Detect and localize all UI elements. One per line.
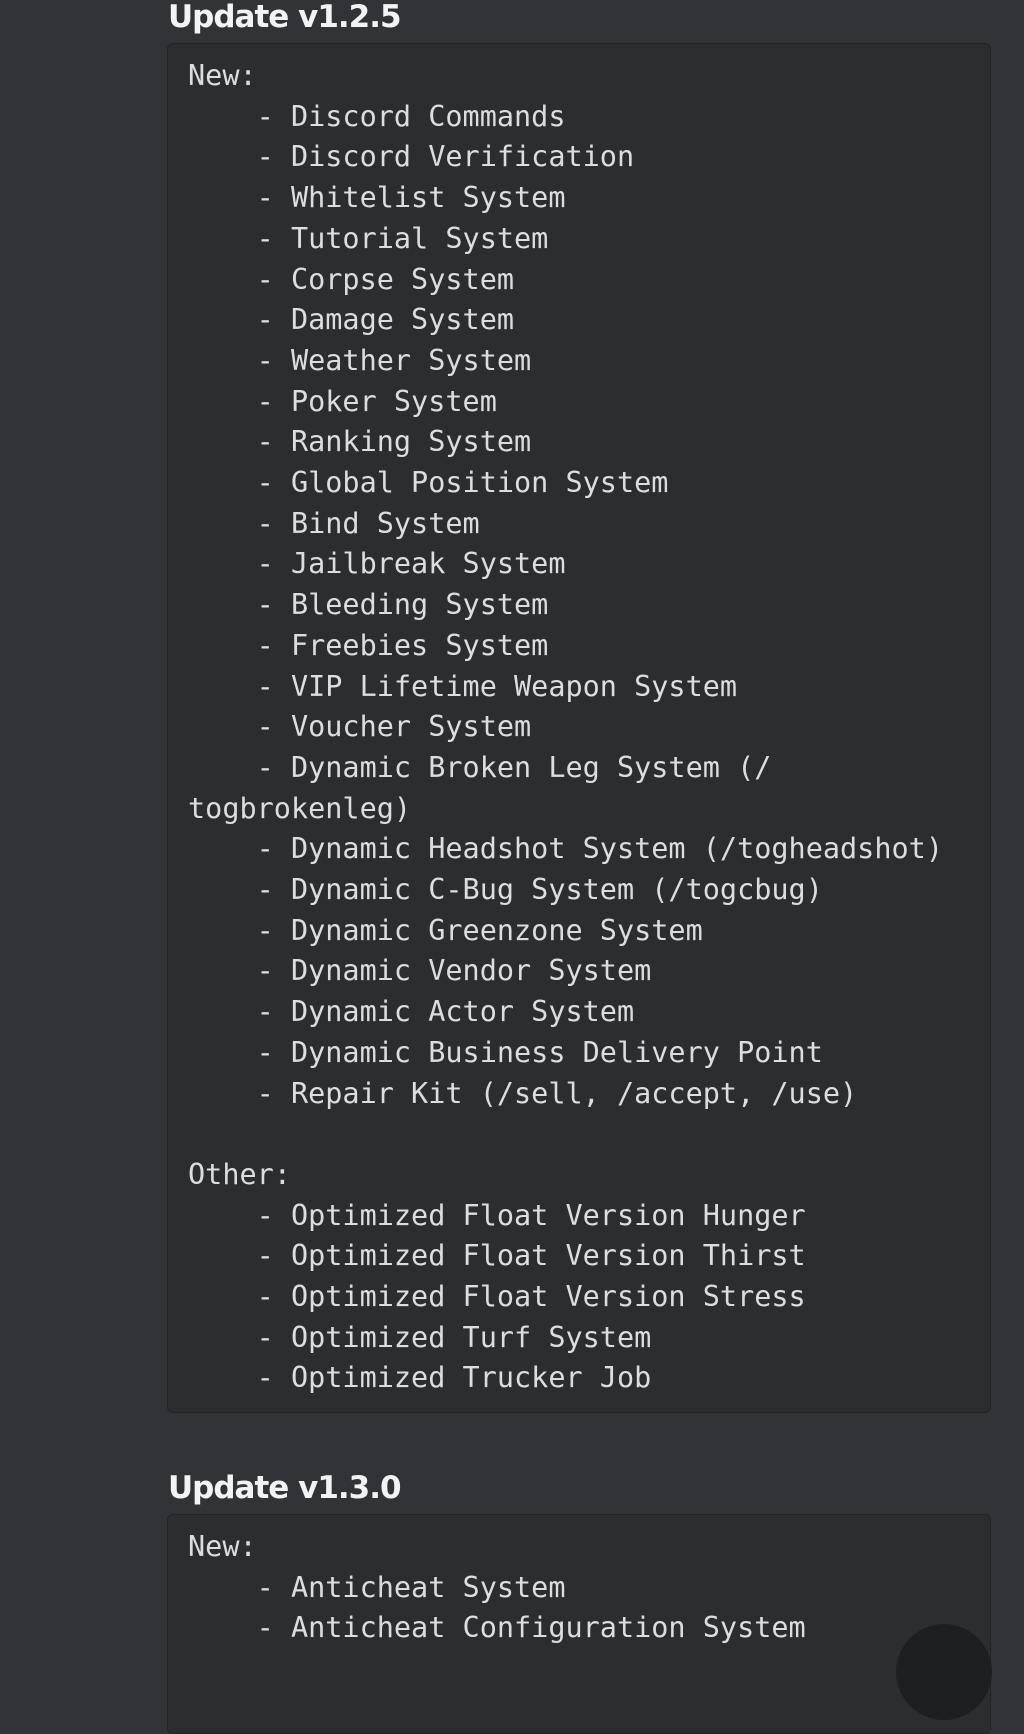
code-line: - Damage System xyxy=(188,303,515,337)
code-line: - Anticheat Configuration System xyxy=(188,1611,806,1645)
code-line: - Bleeding System xyxy=(188,588,549,622)
code-line: - VIP Lifetime Weapon System xyxy=(188,669,738,703)
code-line: - Repair Kit (/sell, /accept, /use) xyxy=(188,1076,858,1110)
code-line xyxy=(188,1114,990,1155)
code-line: - Anticheat System xyxy=(188,1570,566,1604)
code-line: - Optimized Float Version Thirst xyxy=(188,1239,806,1273)
code-line: - Dynamic Broken Leg System (/ xyxy=(188,750,772,784)
jump-to-present-button[interactable] xyxy=(896,1624,992,1720)
code-block[interactable]: New: - Anticheat System - Anticheat Conf… xyxy=(167,1514,991,1734)
changelog-message: Update v1.2.5 New: - Discord Commands - … xyxy=(167,0,992,1734)
code-block[interactable]: New: - Discord Commands - Discord Verifi… xyxy=(167,43,991,1413)
code-line: - Dynamic Vendor System xyxy=(188,954,652,988)
code-line: togbrokenleg) xyxy=(188,791,412,825)
update-heading: Update v1.3.0 xyxy=(168,1470,402,1506)
code-line: - Global Position System xyxy=(188,466,669,500)
code-line: - Voucher System xyxy=(188,710,532,744)
code-line: - Dynamic Business Delivery Point xyxy=(188,1035,823,1069)
code-line: - Whitelist System xyxy=(188,181,566,215)
code-line: - Discord Commands xyxy=(188,99,566,133)
code-line: - Optimized Float Version Hunger xyxy=(188,1198,806,1232)
code-line: - Bind System xyxy=(188,506,480,540)
code-line: - Freebies System xyxy=(188,628,549,662)
code-line: - Optimized Trucker Job xyxy=(188,1361,652,1395)
code-line: - Discord Verification xyxy=(188,140,635,174)
code-line: - Dynamic Greenzone System xyxy=(188,913,703,947)
changelog-v1-2-5: New: - Discord Commands - Discord Verifi… xyxy=(168,44,990,1399)
code-line: New: xyxy=(188,59,257,92)
changelog-v1-3-0: New: - Anticheat System - Anticheat Conf… xyxy=(168,1515,990,1649)
update-heading: Update v1.2.5 xyxy=(168,0,402,35)
code-line: - Ranking System xyxy=(188,425,532,459)
code-line: - Weather System xyxy=(188,343,532,377)
code-line: - Dynamic C-Bug System (/togcbug) xyxy=(188,873,823,907)
code-line: - Dynamic Actor System xyxy=(188,995,635,1029)
code-line: - Poker System xyxy=(188,384,497,418)
code-line: - Dynamic Headshot System (/togheadshot) xyxy=(188,832,943,866)
code-line: - Optimized Float Version Stress xyxy=(188,1280,806,1314)
code-line: - Tutorial System xyxy=(188,221,549,255)
code-line: New: xyxy=(188,1530,257,1563)
code-line: - Optimized Turf System xyxy=(188,1320,652,1354)
code-line: - Jailbreak System xyxy=(188,547,566,581)
code-line: - Corpse System xyxy=(188,262,515,296)
code-line: Other: xyxy=(188,1157,291,1191)
